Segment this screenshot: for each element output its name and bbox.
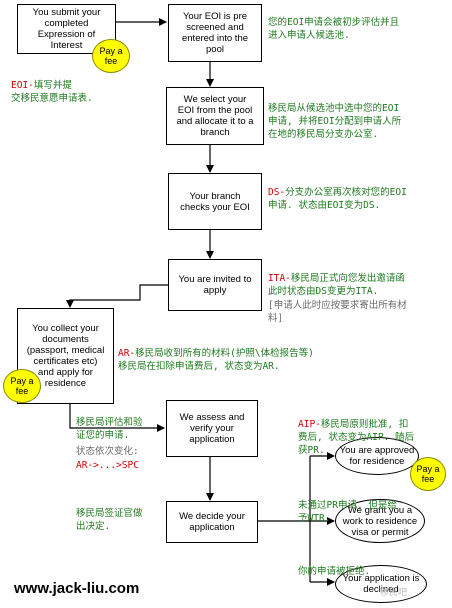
note-decide: 移民局签证官做 出决定. <box>76 508 143 532</box>
note-ds: DS-分支办公室再次核对您的EOI 申请. 状态由EOI变为DS. <box>268 187 407 211</box>
note-select: 移民局从候选池中选中您的EOI 申请, 并将EOI分配到申请人所 在地的移民局分… <box>268 103 402 140</box>
branch-checks-label: Your branch checks your EOI <box>180 190 250 213</box>
note-assess-sequence: AR->...>SPC <box>76 460 139 471</box>
pay-fee-badge-2: Pay a fee <box>3 369 41 403</box>
approved-label: You are approved for residence <box>339 445 415 467</box>
invited-box: You are invited to apply <box>168 259 262 311</box>
submit-eoi-label: You submit your completed Expression of … <box>32 7 101 51</box>
note-eoi: EOI-填写并提 交移民意愿申请表. <box>11 80 93 104</box>
grant-visa-label: We grant you a work to residence visa or… <box>342 504 418 538</box>
arrow-invited-to-collect <box>66 284 168 308</box>
pay-fee-badge-3: Pay a fee <box>410 457 446 491</box>
assess-label: We assess and verify your application <box>179 412 245 445</box>
note-declined: 你的申请被拒绝. <box>298 566 371 577</box>
branch-checks-box: Your branch checks your EOI <box>168 173 262 230</box>
arrow-collect-to-assess <box>69 404 165 432</box>
note-assess: 移民局评估和验 证您的申请. <box>76 417 143 441</box>
note-pre-screened: 您的EOI申请会被初步评估并且 进入申请人候选池. <box>268 17 400 41</box>
note-ar: AR-移民局收到所有的材料(护照\体检报告等) 移民局在扣除申请费后, 状态变为… <box>118 348 314 372</box>
decide-box: We decide your application <box>166 501 258 543</box>
collect-documents-box: You collect your documents (passport, me… <box>17 308 114 404</box>
select-eoi-label: We select your EOI from the pool and all… <box>176 94 254 138</box>
approved-oval: You are approved for residence <box>335 437 419 475</box>
note-assess-status: 状态依次变化: <box>76 446 139 457</box>
declined-label: Your application is declined <box>342 573 420 595</box>
pre-screened-box: Your EOI is pre screened and entered int… <box>168 4 262 62</box>
site-url: www.jack-liu.com <box>14 580 140 597</box>
select-eoi-box: We select your EOI from the pool and all… <box>166 87 264 145</box>
note-ita: ITA-移民局正式向您发出邀请函 此时状态由DS变更为ITA. <box>268 273 405 297</box>
pre-screened-label: Your EOI is pre screened and entered int… <box>181 11 249 55</box>
note-wtr: 未通过PR申请, 但是给 予WTR. <box>298 500 397 524</box>
declined-oval: Your application is declined <box>335 565 427 603</box>
assess-box: We assess and verify your application <box>166 400 258 457</box>
collect-documents-label: You collect your documents (passport, me… <box>26 323 105 389</box>
invited-label: You are invited to apply <box>178 274 252 296</box>
decide-label: We decide your application <box>179 511 245 533</box>
note-aip: AIP-移民局原则批准, 扣 费后, 状态变为AIP. 随后 获PR. <box>298 419 415 456</box>
note-ita-bracket: [申请人此时应按要求寄出所有材 料] <box>268 300 407 324</box>
watermark: 移民吧 <box>380 587 408 597</box>
grant-visa-oval: We grant you a work to residence visa or… <box>335 499 425 543</box>
pay-fee-badge-1: Pay a fee <box>92 39 130 73</box>
